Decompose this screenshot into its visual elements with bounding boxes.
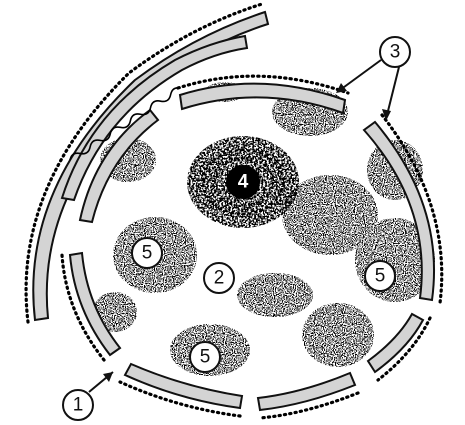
label-4: 4 — [238, 172, 249, 193]
label-2-group: 2 — [204, 263, 234, 293]
label-5c: 5 — [200, 347, 211, 368]
label-5a-group: 5 — [132, 238, 162, 268]
envelope-segment-bottom-right — [258, 373, 355, 410]
label-5c-group: 5 — [190, 342, 220, 372]
label-5b: 5 — [375, 266, 386, 287]
label-3: 3 — [390, 42, 401, 63]
label-2: 2 — [214, 268, 225, 289]
label-4-group: 4 — [227, 166, 259, 198]
label-5a: 5 — [142, 243, 153, 264]
label-1-group: 1 — [63, 372, 113, 420]
label-5b-group: 5 — [365, 261, 395, 291]
label-1: 1 — [73, 395, 84, 416]
